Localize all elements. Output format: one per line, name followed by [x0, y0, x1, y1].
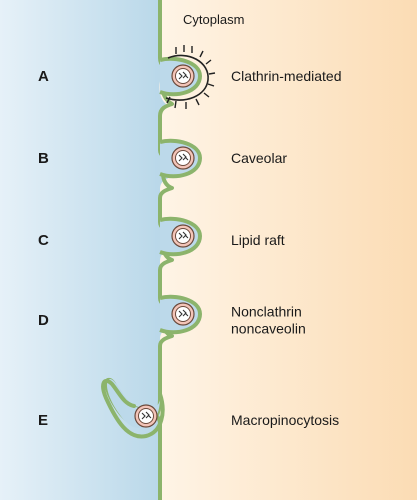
pathway-label-c: Lipid raft	[231, 232, 285, 248]
lipid-raft-pit-icon	[159, 216, 203, 257]
row-letter-a: A	[38, 68, 49, 85]
macropinocytic-ruffle-icon	[101, 378, 165, 439]
row-letter-c: C	[38, 232, 49, 249]
row-letter-d: D	[38, 312, 49, 329]
pathway-label-d-line-1: Nonclathrin	[231, 304, 302, 320]
row-letter-b: B	[38, 150, 49, 167]
pathway-label-d-line-2: noncaveolin	[231, 321, 306, 337]
nonclathrin-pit-icon	[159, 294, 203, 335]
row-letter-e: E	[38, 412, 48, 429]
cytoplasm-label: Cytoplasm	[183, 12, 244, 27]
pathway-label-a: Clathrin-mediated	[231, 68, 342, 84]
caveola-icon	[159, 138, 203, 179]
clathrin-coated-pit-icon	[159, 45, 216, 109]
extracellular-region	[0, 0, 172, 500]
pathway-label-e: Macropinocytosis	[231, 412, 339, 428]
pathway-label-b: Caveolar	[231, 150, 287, 166]
